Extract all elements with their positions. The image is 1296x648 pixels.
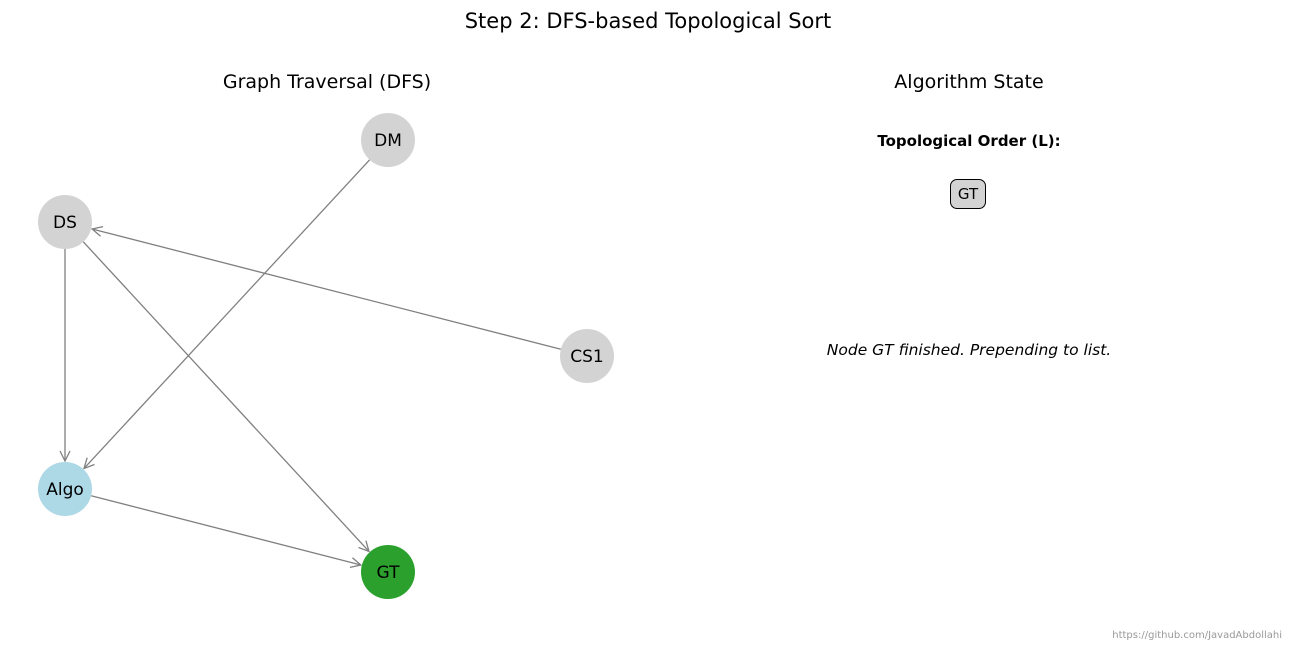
node-label-algo: Algo — [46, 480, 84, 500]
node-ds: DS — [38, 195, 92, 249]
node-circle-dm — [361, 113, 415, 167]
node-circle-cs1 — [560, 329, 614, 383]
graph-panel-title: Graph Traversal (DFS) — [222, 71, 432, 93]
node-label-cs1: CS1 — [570, 347, 603, 367]
edge-cs1-to-ds — [92, 229, 562, 350]
topological-order-label: Topological Order (L): — [877, 132, 1061, 150]
credit-link: https://github.com/JavadAbdollahi — [1112, 630, 1282, 641]
node-circle-ds — [38, 195, 92, 249]
node-cs1: CS1 — [560, 329, 614, 383]
node-label-ds: DS — [53, 213, 77, 233]
node-gt: GT — [361, 545, 415, 599]
edge-algo-to-gt — [90, 495, 361, 565]
edge-dm-to-algo — [84, 159, 371, 469]
state-panel-title: Algorithm State — [894, 71, 1044, 93]
figure-title: Step 2: DFS-based Topological Sort — [464, 9, 832, 33]
status-message: Node GT finished. Prepending to list. — [826, 341, 1112, 359]
node-circle-gt — [361, 545, 415, 599]
node-circle-algo — [38, 462, 92, 516]
edge-ds-to-gt — [82, 241, 369, 552]
node-dm: DM — [361, 113, 415, 167]
node-label-gt: GT — [377, 563, 401, 583]
node-label-dm: DM — [374, 131, 402, 151]
topological-order-item: GT — [950, 179, 986, 209]
node-algo: Algo — [38, 462, 92, 516]
